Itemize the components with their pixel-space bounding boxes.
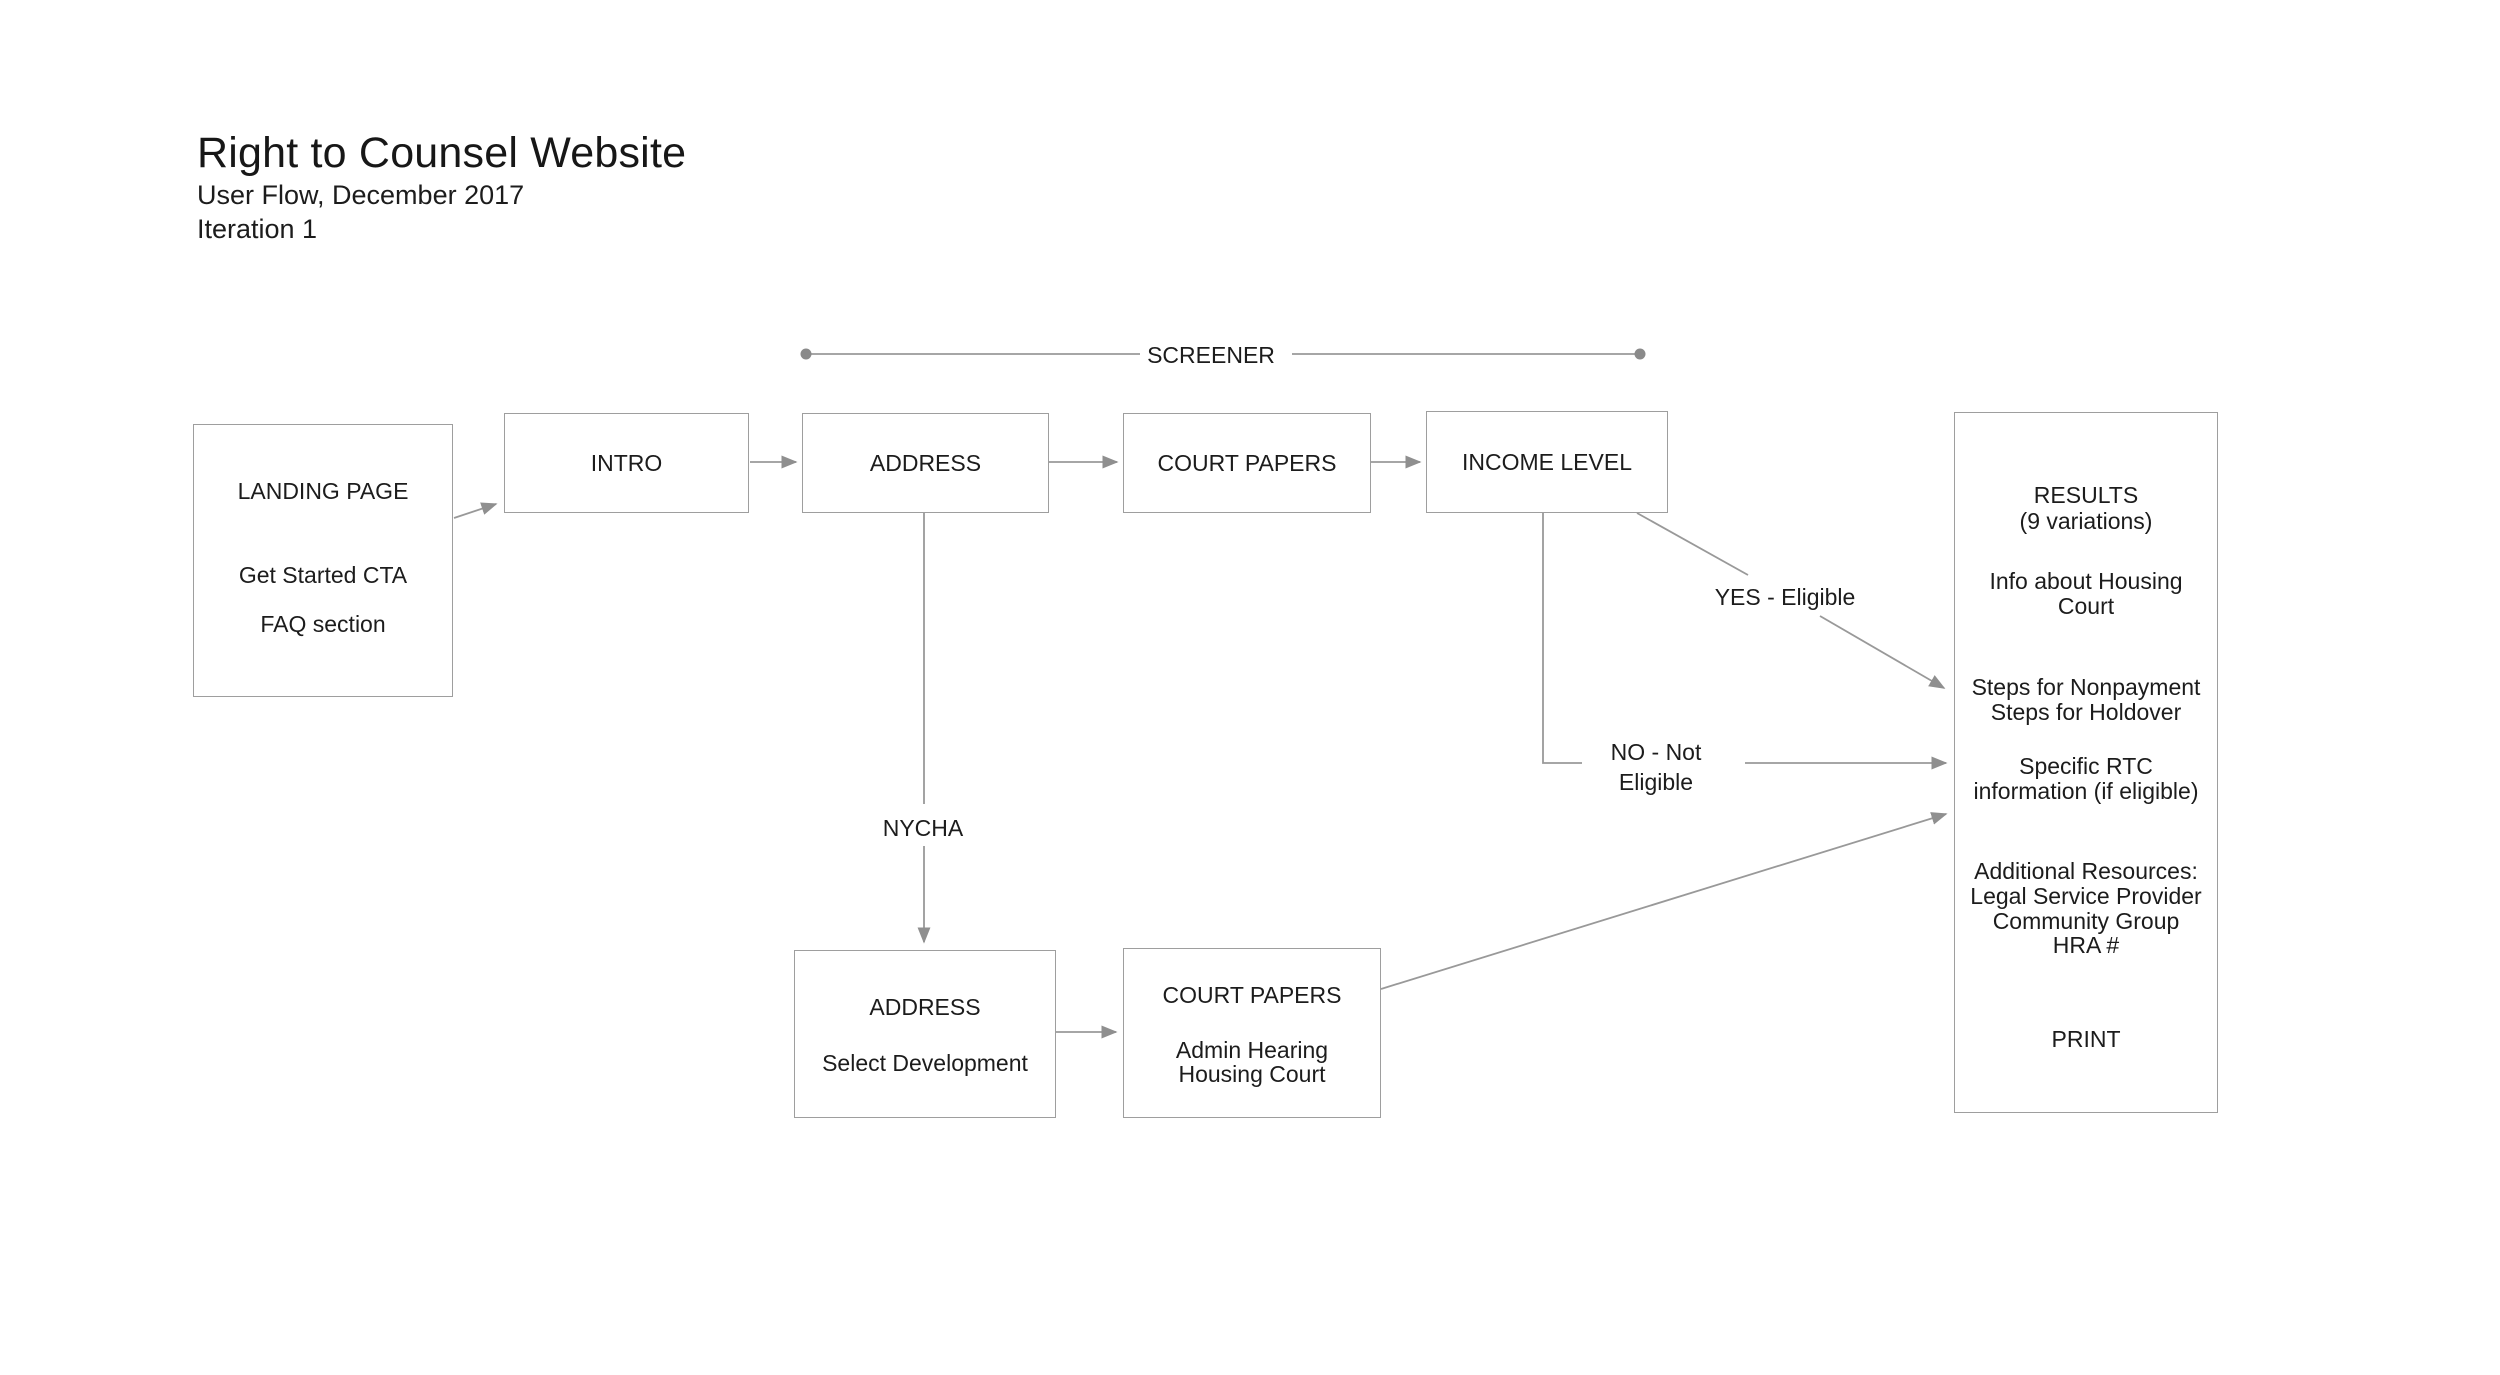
no-label-line1: NO - Not — [1610, 739, 1702, 765]
results-line-hra: HRA # — [2052, 932, 2120, 958]
edge-income-yes-to-results — [1819, 615, 1946, 689]
node-court-papers: COURT PAPERS — [1123, 413, 1371, 513]
no-not-eligible-label: NO - Not Eligible — [1556, 737, 1756, 797]
node-court-papers-nycha: COURT PAPERS Admin Hearing Housing Court — [1123, 948, 1381, 1118]
address-nycha-title: ADDRESS — [869, 994, 981, 1020]
landing-page-title: LANDING PAGE — [237, 478, 409, 504]
results-line-resources: Additional Resources: — [1974, 858, 2198, 884]
results-line-info-1: Info about Housing — [1989, 568, 2183, 594]
edge-income-no-elbow — [1542, 513, 1582, 764]
node-intro: INTRO — [504, 413, 749, 513]
landing-page-cta: Get Started CTA — [238, 562, 408, 588]
results-line-title: RESULTS — [2033, 482, 2139, 508]
node-results: RESULTS (9 variations) Info about Housin… — [1954, 412, 2218, 1113]
address-nycha-subtitle: Select Development — [822, 1050, 1028, 1076]
landing-page-faq: FAQ section — [260, 611, 386, 637]
node-landing-page: LANDING PAGE Get Started CTA FAQ section — [193, 424, 453, 697]
edge-landing-to-intro — [453, 502, 498, 519]
screener-right-dot — [1634, 348, 1646, 360]
page-title: Right to Counsel Website — [197, 129, 687, 177]
header: Right to Counsel Website User Flow, Dece… — [197, 128, 686, 246]
court-papers-nycha-line2: Housing Court — [1178, 1061, 1326, 1087]
results-line-nonpayment: Steps for Nonpayment — [1971, 674, 2201, 700]
page-iteration: Iteration 1 — [197, 214, 318, 244]
node-address-nycha: ADDRESS Select Development — [794, 950, 1056, 1118]
results-line-holdover: Steps for Holdover — [1990, 699, 2182, 725]
nycha-label: NYCHA — [882, 815, 964, 841]
page-subtitle: User Flow, December 2017 — [197, 180, 525, 210]
yes-eligible-text: YES - Eligible — [1714, 584, 1856, 610]
intro-title: INTRO — [590, 449, 663, 476]
results-line-rtc-2: information (if eligible) — [1973, 778, 2199, 804]
results-line-legal: Legal Service Provider — [1970, 883, 2202, 909]
results-line-rtc-1: Specific RTC — [2019, 753, 2153, 779]
yes-eligible-label: YES - Eligible — [1665, 582, 1905, 612]
node-address: ADDRESS — [802, 413, 1049, 513]
screener-bracket — [800, 348, 1646, 360]
screener-label: SCREENER — [1147, 342, 1275, 368]
court-papers-nycha-title: COURT PAPERS — [1162, 982, 1342, 1008]
results-line-community: Community Group — [1992, 908, 2180, 934]
no-label-line2: Eligible — [1618, 769, 1694, 795]
court-papers-title: COURT PAPERS — [1157, 449, 1337, 476]
results-line-variations: (9 variations) — [2019, 508, 2153, 534]
edge-income-yes-upper — [1636, 512, 1749, 576]
results-line-print: PRINT — [2051, 1026, 2121, 1052]
edge-nycha-court-papers-to-results — [1380, 812, 1948, 990]
results-line-info-2: Court — [2057, 593, 2115, 619]
income-level-title: INCOME LEVEL — [1462, 448, 1632, 475]
address-title: ADDRESS — [869, 449, 982, 476]
node-income-level: INCOME LEVEL — [1426, 411, 1668, 513]
screener-left-dot — [800, 348, 812, 360]
court-papers-nycha-line1: Admin Hearing — [1175, 1037, 1329, 1063]
